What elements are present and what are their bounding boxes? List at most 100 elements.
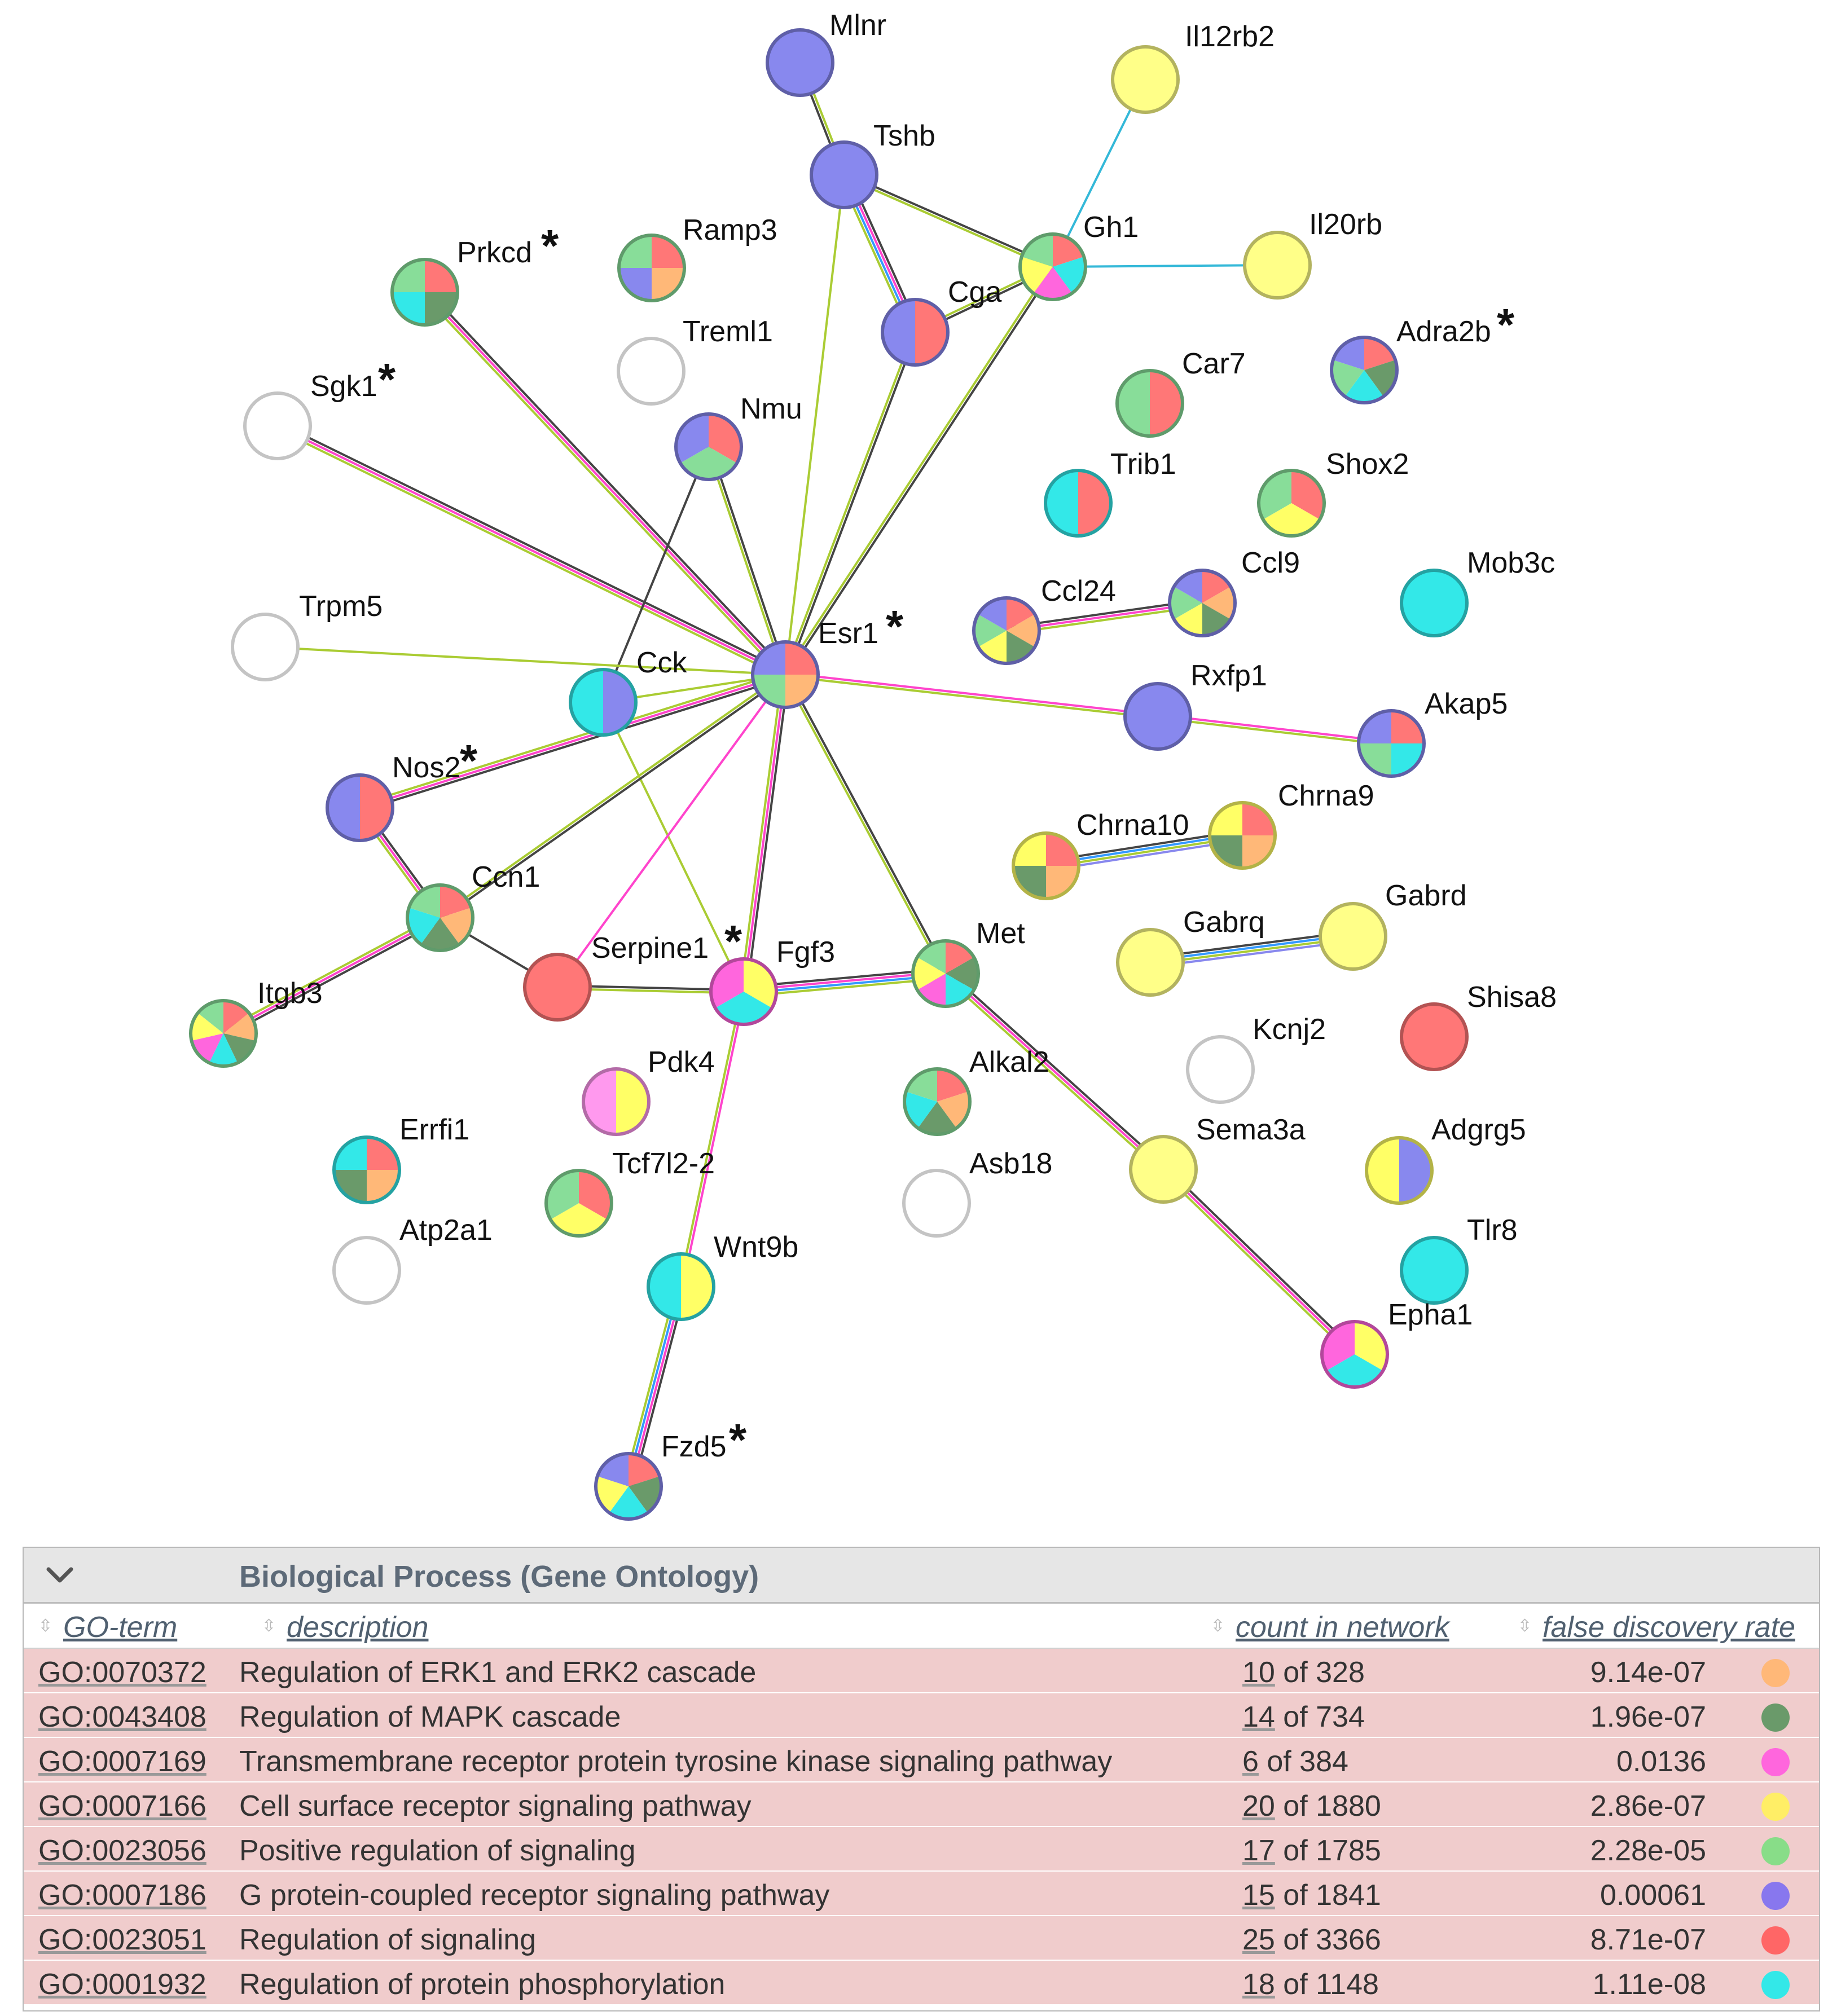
edge-fgf3-wnt9b[interactable]: [678, 991, 746, 1287]
node-trpm5[interactable]: Trpm5: [231, 590, 383, 681]
edge-gh1-il20rb[interactable]: [1052, 264, 1278, 268]
node-treml1[interactable]: Treml1: [617, 315, 773, 406]
node-gh1[interactable]: Gh1: [1018, 211, 1139, 301]
column-description[interactable]: description: [287, 1611, 429, 1644]
count-hit-link[interactable]: 15: [1242, 1879, 1275, 1912]
node-chrna10[interactable]: Chrna10: [1012, 809, 1189, 900]
node-adra2b[interactable]: Adra2b*: [1330, 300, 1515, 404]
node-ccl9[interactable]: Ccl9: [1168, 547, 1300, 637]
node-mob3c[interactable]: Mob3c: [1400, 547, 1555, 637]
node-shox2[interactable]: Shox2: [1257, 448, 1409, 538]
node-esr1[interactable]: Esr1*: [751, 601, 904, 709]
go-panel-header[interactable]: Biological Process (Gene Ontology): [24, 1548, 1819, 1604]
node-adgrg5[interactable]: Adgrg5: [1365, 1113, 1526, 1205]
node-gabrd[interactable]: Gabrd: [1319, 879, 1467, 971]
node-tcf7l2-2[interactable]: Tcf7l2-2: [544, 1147, 715, 1238]
sort-icon[interactable]: ⇳: [262, 1617, 276, 1635]
count-hit-link[interactable]: 17: [1242, 1834, 1275, 1867]
edge-wnt9b-fzd5[interactable]: [623, 1285, 687, 1488]
edge-prkcd-esr1[interactable]: [421, 289, 789, 678]
node-il12rb2[interactable]: Il12rb2: [1111, 20, 1275, 114]
edge-ccn1-itgb3[interactable]: [221, 914, 442, 1037]
sort-icon[interactable]: ⇳: [1518, 1617, 1532, 1635]
node-ccl24[interactable]: Ccl24: [972, 575, 1116, 665]
go-term-id[interactable]: GO:0023051: [38, 1923, 206, 1956]
sort-icon[interactable]: ⇳: [1211, 1617, 1225, 1635]
term-color-swatch[interactable]: [1761, 1837, 1790, 1865]
term-color-swatch[interactable]: [1761, 1704, 1790, 1732]
node-atp2a1[interactable]: Atp2a1: [332, 1214, 493, 1305]
chevron-down-icon[interactable]: [43, 1558, 77, 1592]
edge-esr1-nos2[interactable]: [358, 670, 787, 812]
node-mlnr[interactable]: Mlnr: [766, 9, 886, 97]
edge-trpm5-esr1[interactable]: [265, 646, 786, 676]
node-trib1[interactable]: Trib1: [1044, 448, 1176, 538]
node-kcnj2[interactable]: Kcnj2: [1186, 1013, 1326, 1104]
node-errfi1[interactable]: Errfi1: [332, 1113, 469, 1204]
edge-nmu-cck[interactable]: [602, 446, 710, 703]
count-hit-link[interactable]: 6: [1242, 1745, 1259, 1778]
go-term-id[interactable]: GO:0043408: [38, 1701, 206, 1733]
count-hit-link[interactable]: 18: [1242, 1968, 1275, 2001]
column-count-in-network[interactable]: count in network: [1236, 1611, 1449, 1644]
node-il20rb[interactable]: Il20rb: [1243, 208, 1382, 300]
go-term-id[interactable]: GO:0007186: [38, 1879, 206, 1912]
edge-gh1-il12rb2[interactable]: [1052, 79, 1146, 267]
edge-nmu-esr1[interactable]: [706, 446, 788, 676]
edge-gh1-esr1[interactable]: [783, 265, 1055, 676]
column-go-term[interactable]: GO-term: [63, 1611, 178, 1644]
node-gabrq[interactable]: Gabrq: [1116, 906, 1265, 997]
node-tshb[interactable]: Tshb: [810, 120, 935, 209]
node-akap5[interactable]: Akap5: [1357, 688, 1508, 778]
node-shisa8[interactable]: Shisa8: [1400, 981, 1557, 1071]
node-nmu[interactable]: Nmu: [674, 393, 802, 481]
node-sema3a[interactable]: Sema3a: [1129, 1113, 1306, 1204]
edge-sema3a-epha1[interactable]: [1160, 1166, 1358, 1358]
node-ramp3[interactable]: Ramp3: [617, 214, 777, 302]
node-epha1[interactable]: Epha1: [1320, 1298, 1473, 1389]
edge-tshb-esr1[interactable]: [784, 174, 845, 675]
edge-rxfp1-akap5[interactable]: [1157, 714, 1392, 746]
node-nos2[interactable]: Nos2*: [326, 736, 478, 842]
node-alkal2[interactable]: Alkal2: [903, 1046, 1049, 1136]
count-hit-link[interactable]: 14: [1242, 1701, 1275, 1733]
term-color-swatch[interactable]: [1761, 1926, 1790, 1955]
node-cga[interactable]: Cga: [881, 276, 1001, 367]
edge-met-sema3a[interactable]: [942, 970, 1167, 1173]
edge-esr1-fgf3[interactable]: [739, 674, 790, 992]
term-color-swatch[interactable]: [1761, 1971, 1790, 1999]
go-term-id[interactable]: GO:0007169: [38, 1745, 206, 1778]
go-term-id[interactable]: GO:0007166: [38, 1790, 206, 1823]
term-color-swatch[interactable]: [1761, 1793, 1790, 1821]
count-hit-link[interactable]: 20: [1242, 1790, 1275, 1823]
go-term-id[interactable]: GO:0070372: [38, 1656, 206, 1689]
term-color-swatch[interactable]: [1761, 1659, 1790, 1687]
edge-cga-esr1[interactable]: [783, 331, 918, 676]
node-fgf3[interactable]: Fgf3: [709, 936, 835, 1026]
node-car7[interactable]: Car7: [1115, 347, 1246, 438]
edge-esr1-met[interactable]: [783, 673, 948, 975]
term-color-swatch[interactable]: [1761, 1882, 1790, 1910]
node-met[interactable]: Met: [911, 917, 1025, 1008]
edge-cck-fgf3[interactable]: [602, 702, 745, 992]
node-itgb3[interactable]: Itgb3: [189, 977, 323, 1068]
node-chrna9[interactable]: Chrna9: [1208, 780, 1374, 870]
node-prkcd[interactable]: Prkcd*: [390, 221, 559, 327]
edge-esr1-serpine1[interactable]: [556, 674, 786, 988]
node-sgk1[interactable]: Sgk1*: [243, 354, 396, 460]
node-serpine1[interactable]: Serpine1*: [523, 916, 742, 1022]
edge-sgk1-esr1[interactable]: [275, 422, 788, 679]
node-rxfp1[interactable]: Rxfp1: [1123, 659, 1267, 751]
node-ccn1[interactable]: Ccn1: [406, 861, 540, 952]
node-wnt9b[interactable]: Wnt9b: [647, 1231, 798, 1321]
term-color-swatch[interactable]: [1761, 1748, 1790, 1776]
edge-esr1-ccn1[interactable]: [438, 672, 787, 920]
sort-icon[interactable]: ⇳: [38, 1617, 53, 1635]
